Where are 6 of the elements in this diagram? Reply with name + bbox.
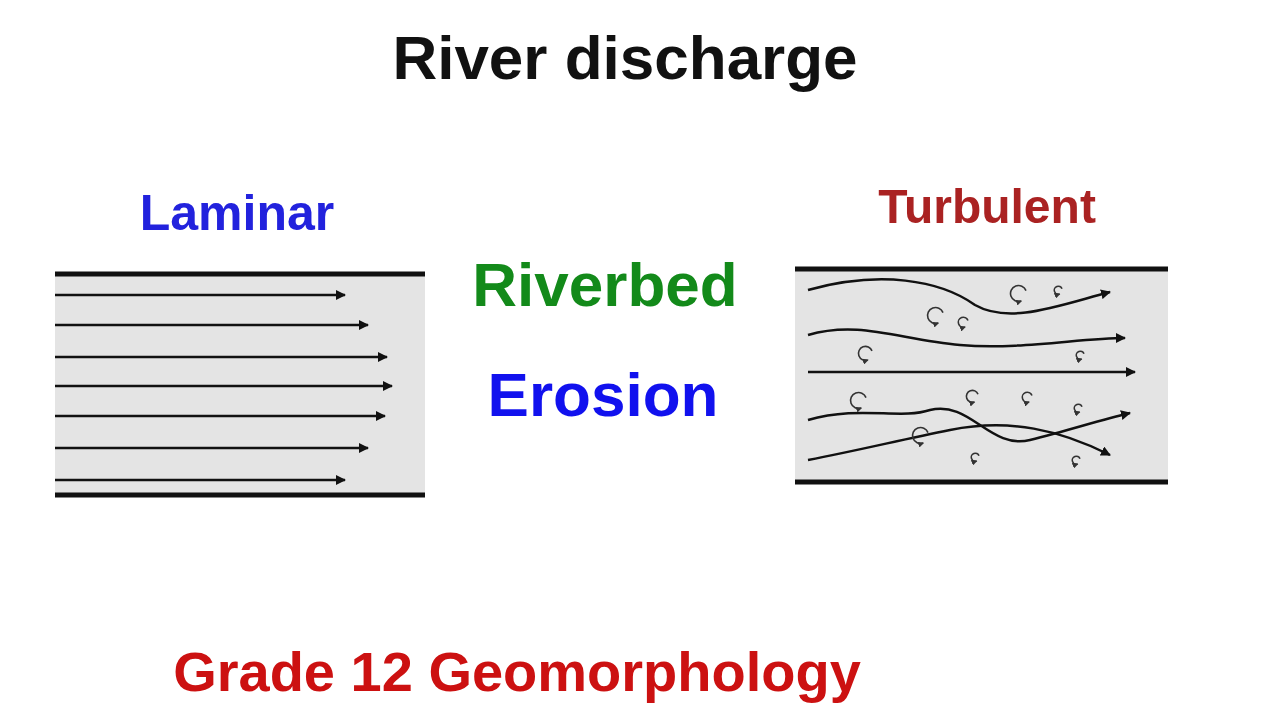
diagram-caption: Grade 12 Geomorphology [173, 641, 861, 703]
heading-text: Erosion [487, 360, 719, 430]
heading-text: Riverbed [472, 250, 738, 320]
diagram-title: River discharge [392, 23, 858, 93]
flow-type-label: Laminar [139, 185, 335, 241]
flow-type-label: Turbulent [878, 180, 1096, 234]
